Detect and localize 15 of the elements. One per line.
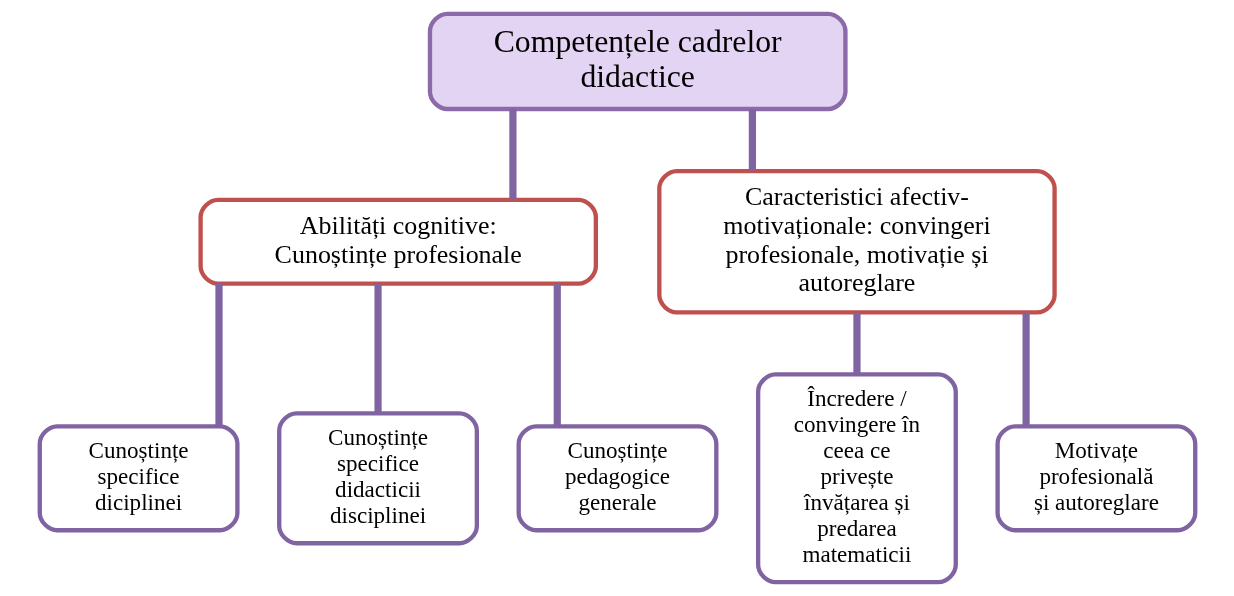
connector (553, 284, 561, 427)
connector (748, 109, 756, 171)
node-box: Competențele cadrelor didactice (427, 11, 848, 112)
connector (1022, 312, 1030, 427)
node-box: Abilități cognitive: Cunoștințe profesionale (197, 197, 598, 286)
node-box: Cunoștințe specifice diciplinei (37, 424, 240, 533)
connector (508, 109, 517, 200)
connector (373, 284, 382, 414)
node-box: Motivațe profesională și autoreglare (994, 424, 1197, 533)
connector (214, 284, 223, 427)
connector (852, 312, 861, 375)
node-box: Cunoștințe specifice didacticii disciplinei (276, 411, 479, 546)
node-box: Caracteristici afectiv-motivaționale: convingeri profesionale, motivație și autoreglare (656, 168, 1057, 315)
node-box: Cunoștințe pedagogice generale (516, 424, 718, 533)
node-box: Încredere / convingere în ceea ce privește învățarea și predarea matematicii (755, 372, 958, 585)
